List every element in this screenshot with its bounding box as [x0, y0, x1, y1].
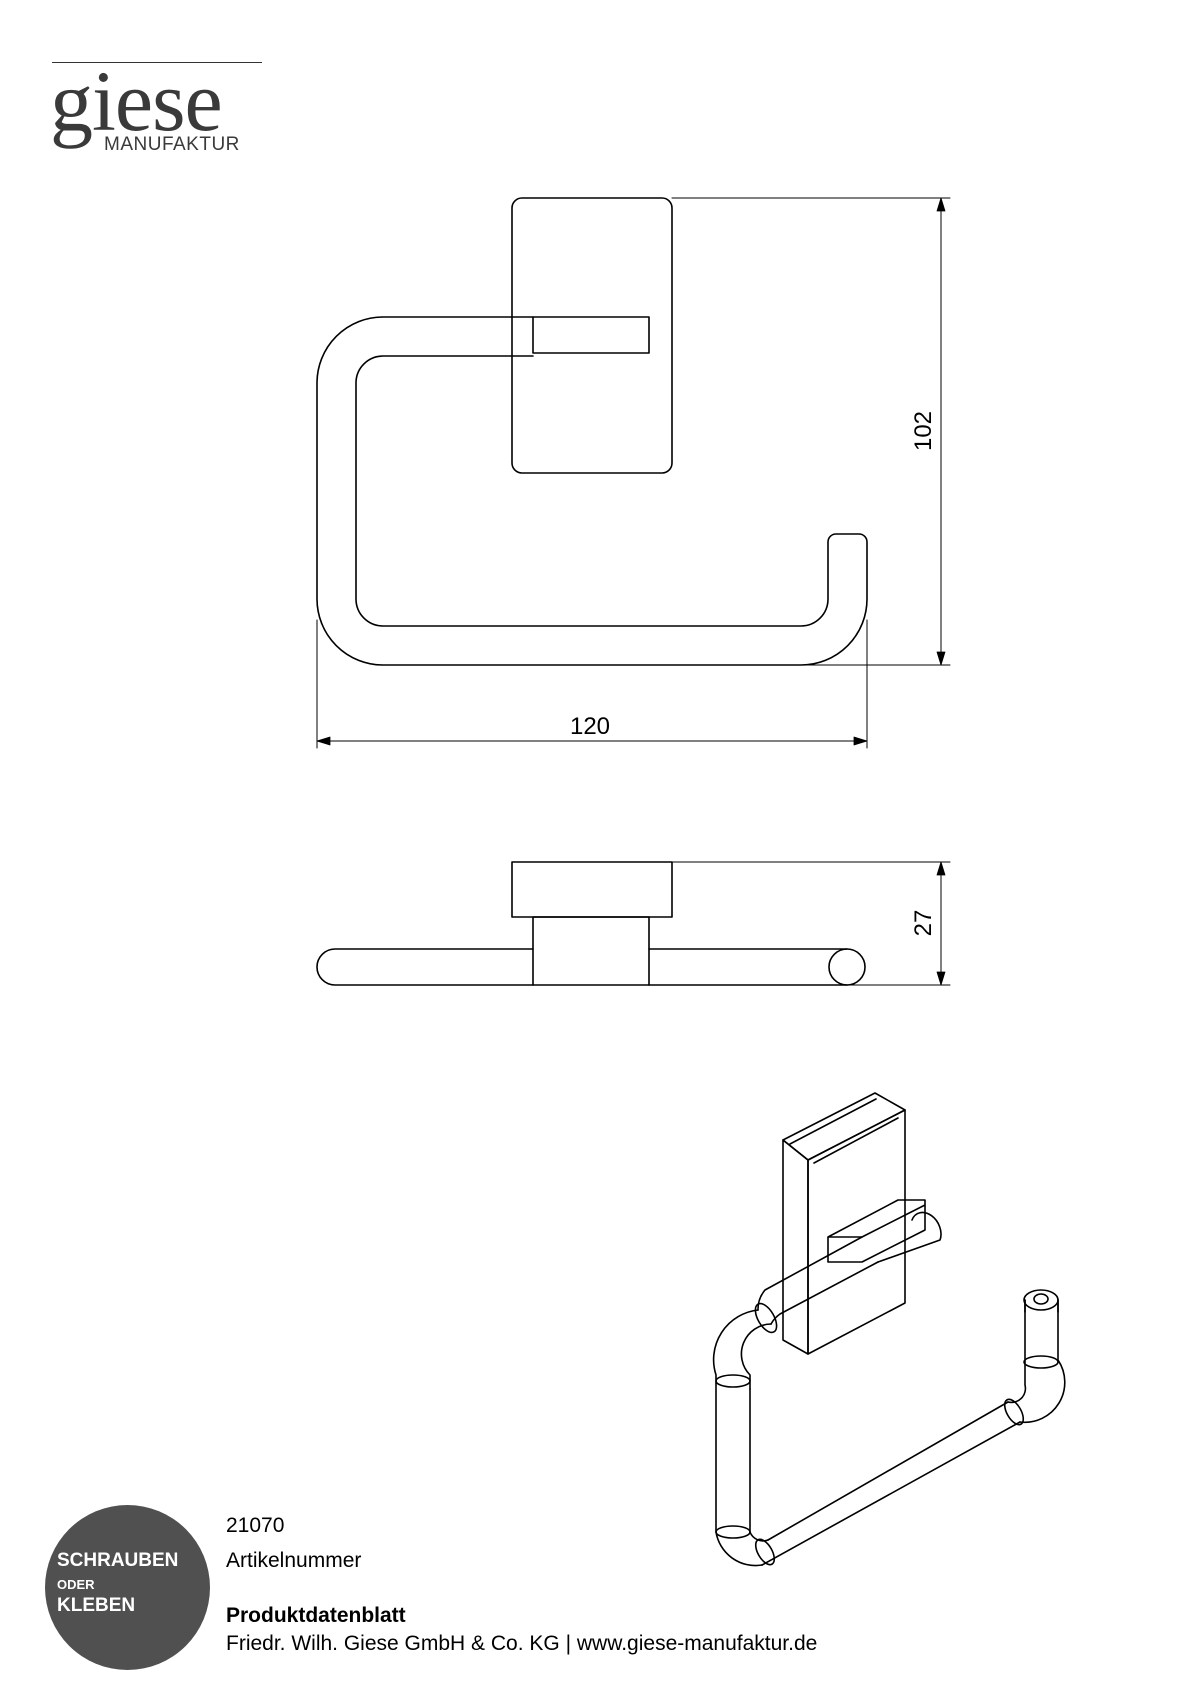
iso-plate-front	[782, 1139, 809, 1355]
iso-joint-4	[754, 1538, 776, 1566]
iso-joint-2	[715, 1374, 751, 1388]
depth-arrow-top	[936, 861, 946, 876]
badge-line-3: KLEBEN	[57, 1595, 136, 1616]
iso-bottom-tube	[761, 1401, 1021, 1566]
depth-arrow-bottom	[936, 971, 946, 986]
iso-upright-cap-side	[1024, 1299, 1059, 1313]
width-label: 120	[570, 713, 610, 740]
iso-connector	[827, 1199, 926, 1263]
top-arm-left	[316, 948, 534, 986]
iso-joint-6	[1023, 1355, 1059, 1369]
iso-left-leg	[715, 1382, 751, 1533]
front-wall-plate	[511, 197, 673, 474]
mounting-badge: SCHRAUBEN ODER KLEBEN	[45, 1505, 210, 1670]
iso-joint-1	[754, 1302, 778, 1334]
iso-joint-3	[715, 1525, 751, 1539]
height-arrow-top	[936, 197, 946, 212]
top-wall-plate	[511, 861, 673, 918]
iso-elbow-right	[1007, 1299, 1066, 1424]
iso-arm-upper	[757, 1236, 879, 1325]
iso-plate-bevel	[789, 1098, 899, 1164]
height-arrow-bottom	[936, 651, 946, 666]
top-arm-right	[648, 948, 848, 986]
top-arm-end	[828, 948, 866, 986]
isometric-view	[712, 1092, 1066, 1567]
iso-plate-top	[782, 1092, 906, 1161]
sheet-title: Produktdatenblatt	[226, 1604, 406, 1627]
iso-arm-cap	[877, 1211, 942, 1263]
badge-line-1: SCHRAUBEN	[57, 1550, 179, 1571]
logo-wordmark: giese	[50, 53, 223, 149]
depth-label: 27	[910, 910, 937, 937]
logo-rule	[52, 62, 262, 63]
front-view	[316, 197, 951, 749]
width-arrow-left	[316, 736, 331, 746]
iso-plate-face	[807, 1109, 906, 1355]
width-arrow-right	[853, 736, 868, 746]
iso-joint-5	[1003, 1398, 1025, 1426]
giese-logo: giese MANUFAKTUR	[50, 53, 262, 156]
badge-line-2: ODER	[57, 1577, 95, 1592]
top-view	[316, 861, 951, 986]
top-connector	[532, 916, 650, 986]
front-arm-outer	[316, 316, 868, 666]
article-number: 21070	[226, 1514, 285, 1537]
company-line: Friedr. Wilh. Giese GmbH & Co. KG | www.…	[226, 1632, 818, 1655]
iso-upright-cap	[1023, 1289, 1059, 1311]
front-connector	[532, 316, 650, 354]
height-label: 102	[910, 411, 937, 451]
article-label: Artikelnummer	[226, 1549, 362, 1572]
iso-upright-hole	[1033, 1293, 1049, 1305]
logo-subtitle: MANUFAKTUR	[104, 134, 240, 155]
